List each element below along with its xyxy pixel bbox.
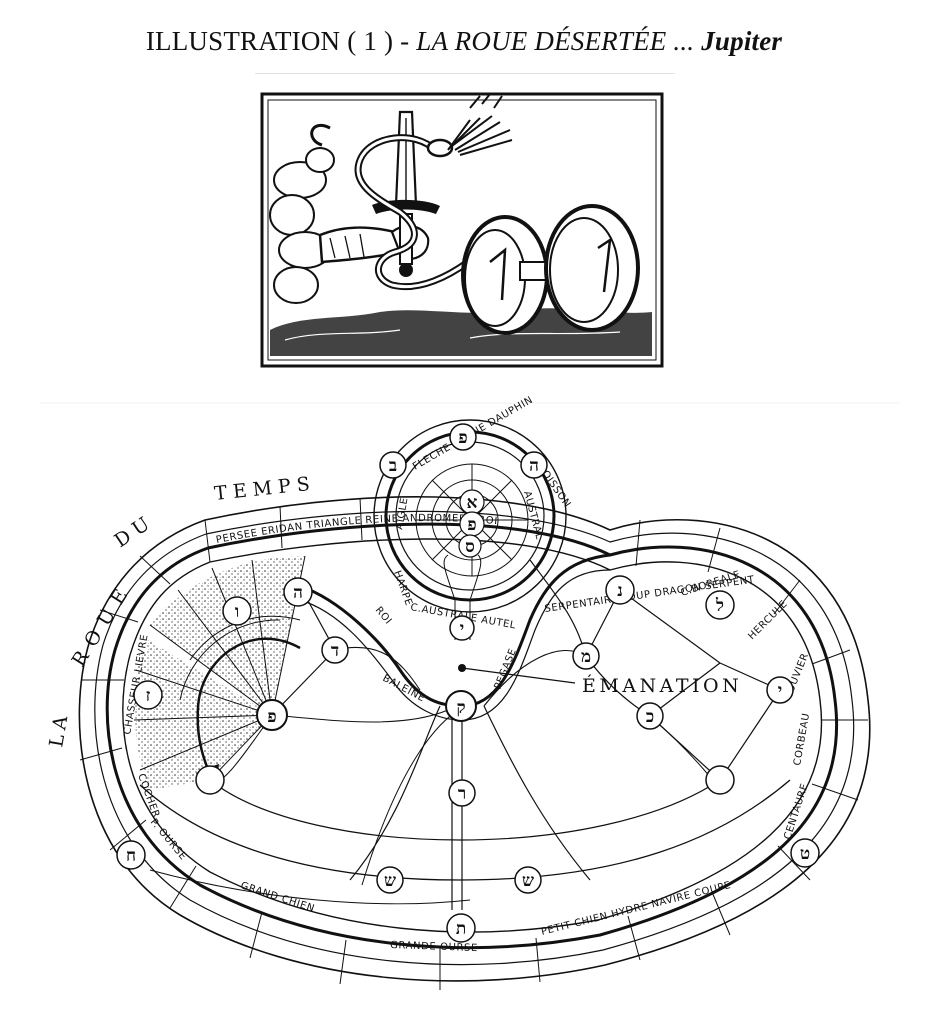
node-hub-1: א (459, 489, 485, 515)
node-tail: י (449, 615, 475, 641)
svg-text:ט: ט (800, 844, 810, 864)
svg-text:PETIT CHIEN HYDRE NAVIRE CO: PETIT CHIEN HYDRE NAVIRE COUPE (540, 880, 732, 938)
svg-text:PEGASE: PEGASE (493, 647, 519, 691)
node-empty-left (195, 765, 225, 795)
svg-text:ד: ד (331, 641, 339, 661)
arc-word-du: DU (110, 510, 158, 552)
node-ring-left: ב (379, 451, 407, 479)
node-far-left: ח (116, 840, 146, 870)
svg-text:ז: ז (146, 686, 151, 706)
svg-text:GRANDE OURSE: GRANDE OURSE (390, 940, 478, 954)
svg-text:ח: ח (126, 846, 136, 866)
letter-nodes: פ ב ה א פ ס י ק (116, 423, 820, 943)
cloud-icon (269, 147, 335, 304)
node-right-c: מ (572, 642, 600, 670)
node-right-e: י (766, 676, 794, 704)
node-right-a: נ (605, 575, 635, 605)
arc-word-temps: TEMPS (213, 472, 317, 505)
svg-text:ר: ר (458, 784, 466, 804)
node-far-right: ט (790, 838, 820, 868)
arc-word-la: LA (45, 709, 73, 749)
node-hub-2: פ (459, 511, 485, 537)
svg-text:פ: פ (267, 707, 276, 727)
svg-text:י: י (460, 619, 464, 639)
svg-text:ה: ה (293, 583, 303, 603)
woodcut-panel (260, 92, 664, 368)
node-ring-top: פ (449, 423, 477, 451)
svg-text:ס: ס (465, 537, 475, 557)
node-left-d: ז (133, 680, 163, 710)
tassel-icon (447, 93, 513, 156)
svg-text:מ: מ (581, 647, 591, 667)
svg-text:ה: ה (529, 456, 539, 476)
svg-text:ש: ש (384, 871, 396, 891)
node-hub-3: ס (458, 534, 482, 558)
node-pivot: פ (256, 699, 288, 731)
node-center: ק (445, 690, 477, 722)
node-right-d: כ (636, 702, 664, 730)
svg-text:ש: ש (522, 871, 534, 891)
node-empty-right (705, 765, 735, 795)
svg-text:ו: ו (235, 602, 239, 622)
svg-text:HERCULE: HERCULE (746, 599, 790, 643)
node-low-right: ש (514, 866, 542, 894)
node-ring-right: ה (520, 451, 548, 479)
svg-text:P. OURSE: P. OURSE (148, 817, 189, 863)
svg-text:פ: פ (467, 515, 476, 535)
svg-text:ROI: ROI (373, 605, 394, 627)
title-planet: Jupiter (701, 26, 783, 56)
page-title: ILLUSTRATION ( 1 ) - LA ROUE DÉSERTÉE ..… (0, 26, 928, 57)
emanation-pointer: ÉMANATION (458, 664, 742, 697)
svg-text:ב: ב (389, 456, 397, 476)
svg-text:ל: ל (715, 596, 724, 616)
node-low-left: ש (376, 866, 404, 894)
node-left-a: ו (222, 596, 252, 626)
svg-text:נ: נ (617, 581, 623, 601)
node-left-b: ה (283, 577, 313, 607)
svg-text:ק: ק (456, 698, 465, 718)
svg-text:פ: פ (458, 428, 467, 448)
stippled-sector (150, 556, 305, 715)
node-bottom: ת (446, 913, 476, 943)
title-lead: ILLUSTRATION ( 1 ) - (145, 26, 410, 56)
svg-text:כ: כ (646, 707, 654, 727)
svg-text:ת: ת (456, 919, 466, 939)
arc-word-roue: ROUE (68, 578, 137, 671)
rotation-arrow-icon (195, 637, 301, 792)
wheel-right-icon (544, 204, 640, 332)
svg-text:י: י (778, 681, 782, 701)
node-right-b: ל (705, 590, 735, 620)
emanation-label: ÉMANATION (582, 674, 742, 697)
svg-text:א: א (467, 493, 478, 513)
node-left-c: ד (321, 636, 349, 664)
title-rule (255, 73, 675, 74)
title-subtitle: LA ROUE DÉSERTÉE ... (416, 26, 695, 56)
node-mid: ר (448, 779, 476, 807)
svg-text:CORBEAU: CORBEAU (792, 712, 812, 766)
